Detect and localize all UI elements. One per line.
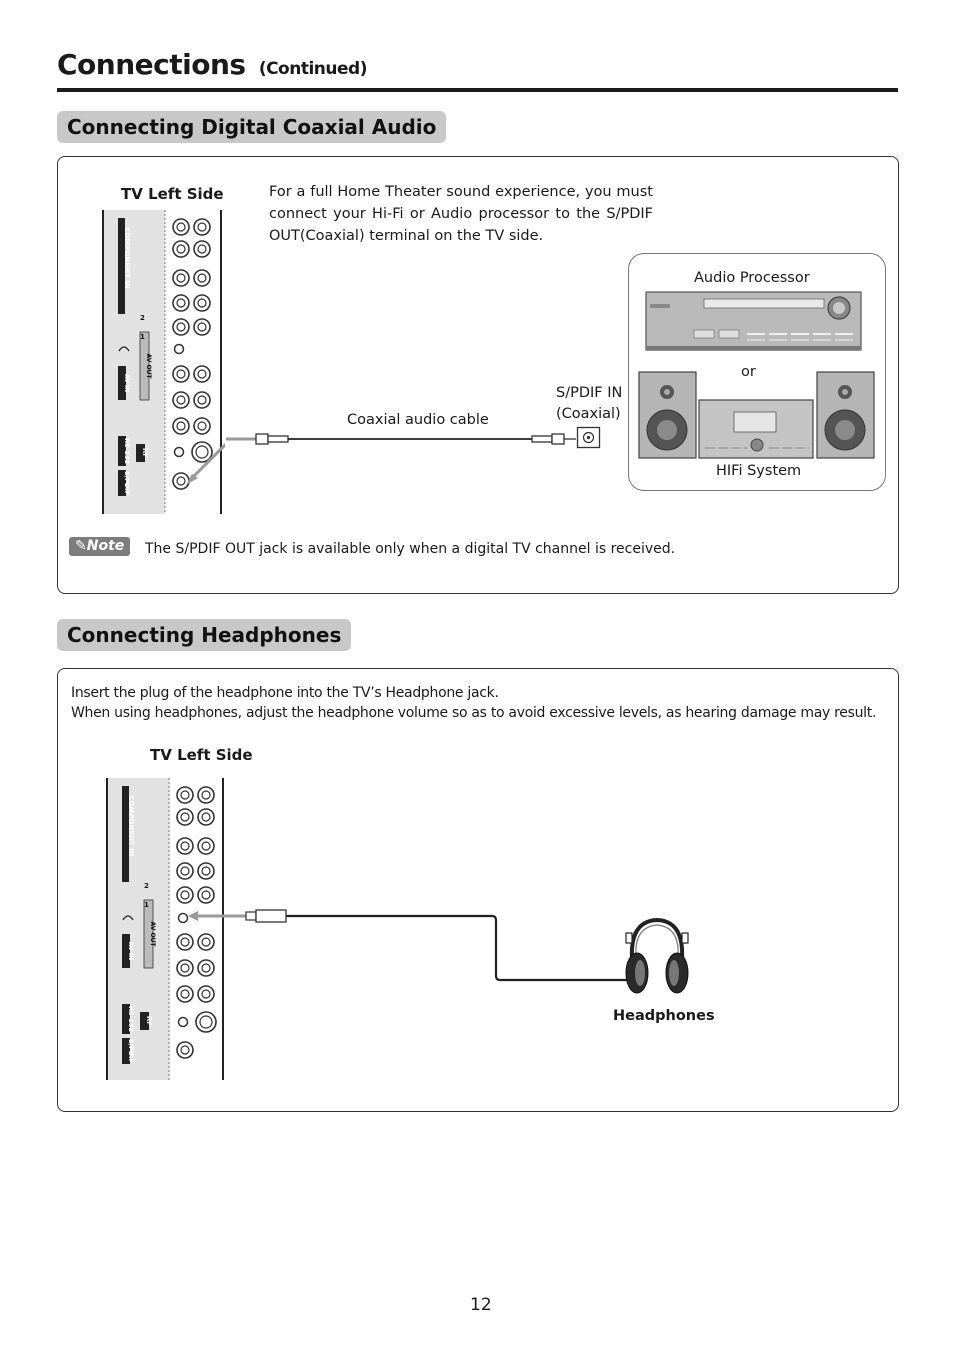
coaxial-cable — [226, 433, 576, 445]
port-2-label-2: 2 — [144, 882, 149, 890]
rf-label: RF — [141, 448, 149, 458]
headphones-panel — [57, 668, 899, 1112]
av-out-label: AV OUT — [145, 353, 152, 379]
audio-equipment-box — [628, 253, 886, 491]
tv-left-side-label-2: TV Left Side — [150, 746, 253, 764]
title-rule — [57, 88, 898, 92]
note-badge-text: Note — [86, 538, 125, 554]
port-2-label: 2 — [140, 314, 145, 322]
headphones-line1: Insert the plug of the headphone into th… — [71, 685, 499, 701]
headphones-icon — [625, 917, 689, 994]
av-in-label-2: AV IN — [127, 942, 134, 960]
tv-side-panel-2: COMPONENT IN AV IN AV OUT RF RS-232 S/PD… — [106, 778, 224, 1080]
page-subtitle: (Continued) — [258, 59, 368, 79]
port-1-label: 1 — [140, 333, 145, 341]
av-out-label-2: AV OUT — [149, 921, 156, 947]
port-1-label-2: 1 — [144, 901, 149, 909]
headphones-line2: When using headphones, adjust the headph… — [71, 705, 877, 721]
rf-label-2: RF — [145, 1016, 153, 1026]
section-heading-coaxial: Connecting Digital Coaxial Audio — [57, 111, 447, 143]
page-number: 12 — [470, 1295, 492, 1315]
coaxial-intro: For a full Home Theater sound experience… — [269, 184, 653, 244]
av-in-label: AV IN — [123, 374, 130, 392]
section-heading-headphones: Connecting Headphones — [57, 619, 352, 651]
component-in-label-2: COMPONENT IN — [127, 795, 135, 856]
tv-left-side-label: TV Left Side — [121, 185, 224, 203]
rs232-label-2: RS-232 — [127, 1006, 135, 1032]
spdif-label: S/PDIF — [123, 471, 131, 495]
headphone-cable — [188, 909, 632, 982]
note-text: The S/PDIF OUT jack is available only wh… — [145, 541, 676, 557]
hifi-system-image — [638, 371, 875, 459]
spdif-in-line2: (Coaxial) — [556, 406, 621, 422]
page-title: Connections (Continued) — [57, 48, 367, 81]
coaxial-panel — [57, 156, 899, 594]
headphone-jack-icon-2 — [122, 915, 134, 921]
note-icon: ✎ — [75, 538, 87, 554]
note-badge: ✎Note — [69, 537, 131, 556]
headphones-label: Headphones — [613, 1008, 715, 1024]
or-label: or — [741, 364, 756, 380]
rs232-label: RS-232 — [123, 438, 131, 464]
audio-processor-label: Audio Processor — [694, 270, 810, 286]
coaxial-cable-label: Coaxial audio cable — [347, 412, 489, 428]
tv-side-panel: COMPONENT IN AV IN AV OUT RF RS-232 S/PD… — [102, 210, 225, 514]
page-title-text: Connections — [57, 48, 246, 81]
spdif-label-2: S/PDIF — [127, 1039, 135, 1063]
audio-processor-image — [645, 291, 862, 351]
headphones-instructions: Insert the plug of the headphone into th… — [71, 683, 876, 723]
spdif-in-jack — [576, 426, 601, 449]
spdif-in-line1: S/PDIF IN — [556, 385, 623, 401]
spdif-in-label: S/PDIF IN (Coaxial) — [556, 383, 622, 425]
headphone-jack-icon — [118, 346, 130, 352]
hifi-system-label: HIFi System — [716, 463, 802, 479]
component-in-label: COMPONENT IN — [123, 227, 131, 288]
